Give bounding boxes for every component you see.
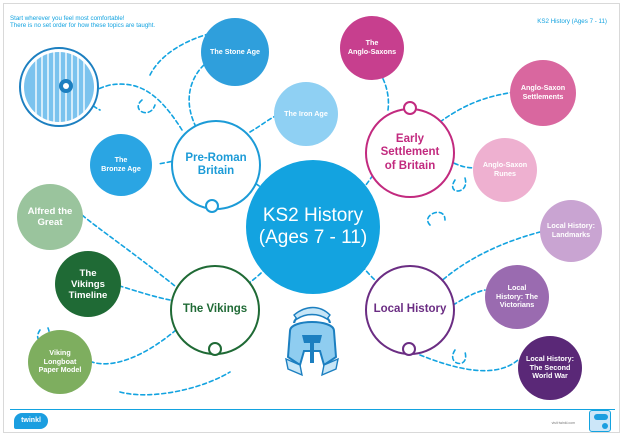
topic-timeline-line-2: Vikings [71,278,105,290]
intro-text: Start wherever you feel most comfortable… [10,15,250,30]
topic-anglo-saxon-runes[interactable]: Anglo-Saxon Runes [473,138,537,202]
connector-loop-b [451,177,467,192]
connector-victorians [452,289,486,306]
topic-longboat-line-2: Longboat [43,356,77,366]
connector-loop-c [119,371,231,396]
topic-local-history-victorians[interactable]: Local History: The Victorians [485,265,549,329]
topic-landmarks-line-2: Landmarks [551,230,591,239]
topic-victorians-line-2: History: The [496,291,538,301]
quality-badge-icon [589,410,611,432]
center-title-line-1: KS2 History [262,205,364,226]
connector-landmarks [437,231,541,285]
roman-helmet-icon [285,306,339,377]
category-early-line-2: Settlement [380,146,440,159]
topic-the-bronze-age[interactable]: The Bronze Age [90,134,152,196]
topic-anglo-saxon-settlements[interactable]: Anglo-Saxon Settlements [510,60,576,126]
center-title: KS2 History (Ages 7 - 11) [246,160,380,294]
topic-bronze-age-line-2: Bronze Age [101,164,141,173]
topic-anglo-saxons-line-2: Anglo-Saxons [347,47,397,56]
topic-timeline-line-3: Timeline [68,289,108,301]
topic-settlements-line-1: Anglo-Saxon [520,83,566,93]
topic-longboat-line-1: Viking [49,348,71,358]
connector-loop-a [137,99,156,114]
category-local-knob [402,342,416,356]
connector-longboat [91,329,177,365]
category-early-line-1: Early [395,132,425,145]
connector-secondworldwar [419,354,519,372]
connector-loop-f [451,349,467,365]
category-pre-roman-britain[interactable]: Pre-Roman Britain [171,120,261,210]
category-local-line-1: Local History [373,303,447,316]
category-the-vikings[interactable]: The Vikings [170,265,260,355]
topic-alfred-the-great[interactable]: Alfred the Great [17,184,83,250]
connector-settlements [439,91,516,123]
intro-line-1: Start wherever you feel most comfortable… [10,15,125,22]
topic-alfred-line-2: Great [37,217,63,228]
topic-runes-line-1: Anglo-Saxon [482,160,528,170]
topic-anglo-saxons-line-1: The [365,38,379,48]
topic-longboat-line-3: Paper Model [38,365,82,375]
category-pre-roman-line-2: Britain [197,165,235,177]
topic-wwii-line-2: The Second [529,362,571,372]
topic-victorians-line-1: Local [507,283,527,293]
topic-viking-longboat-paper-model[interactable]: Viking Longboat Paper Model [28,330,92,394]
topic-the-vikings-timeline[interactable]: The Vikings Timeline [55,251,121,317]
category-pre-roman-line-1: Pre-Roman [185,151,247,164]
topic-the-stone-age[interactable]: The Stone Age [201,18,269,86]
topic-wwii-line-1: Local History: [526,354,574,364]
topic-settlements-line-2: Settlements [522,92,564,101]
topic-victorians-line-3: Victorians [499,300,535,310]
topic-alfred-line-1: Alfred the [27,206,73,217]
topic-landmarks-line-1: Local History: [547,221,595,231]
category-early-knob [403,101,417,115]
category-vikings-knob [208,342,222,356]
center-title-line-2: (Ages 7 - 11) [258,227,368,248]
footer-divider [10,409,615,410]
topic-the-anglo-saxons[interactable]: The Anglo-Saxons [340,16,404,80]
viking-shield-icon [19,47,99,127]
topic-bronze-age-line-1: The [114,155,128,165]
topic-local-history-landmarks[interactable]: Local History: Landmarks [540,200,602,262]
category-vikings-line-1: The Vikings [182,303,248,316]
header-title: KS2 History (Ages 7 - 11) [537,18,607,25]
category-local-history[interactable]: Local History [365,265,455,355]
category-early-settlement-of-britain[interactable]: Early Settlement of Britain [365,108,455,198]
page-border [3,3,620,433]
topic-iron-age-label: The Iron Age [284,108,328,118]
twinkl-logo[interactable]: twinkl [14,413,48,429]
connector-shield [88,83,183,131]
badge-check-icon [602,423,608,429]
topic-local-history-second-world-war[interactable]: Local History: The Second World War [518,336,582,400]
topic-stone-age-label: The Stone Age [209,46,261,56]
topic-runes-line-2: Runes [494,169,516,178]
category-early-line-3: of Britain [384,159,436,172]
topic-the-iron-age[interactable]: The Iron Age [274,82,338,146]
connector-alfred [81,214,181,291]
footer-url[interactable]: visit twinkl.com [551,421,575,425]
category-pre-roman-knob [205,199,219,213]
topic-wwii-line-3: World War [532,371,568,381]
intro-line-2: There is no set order for how these topi… [10,22,156,30]
connector-loop-e [426,211,446,226]
topic-timeline-line-1: The [79,267,97,279]
badge-banner [594,414,608,420]
